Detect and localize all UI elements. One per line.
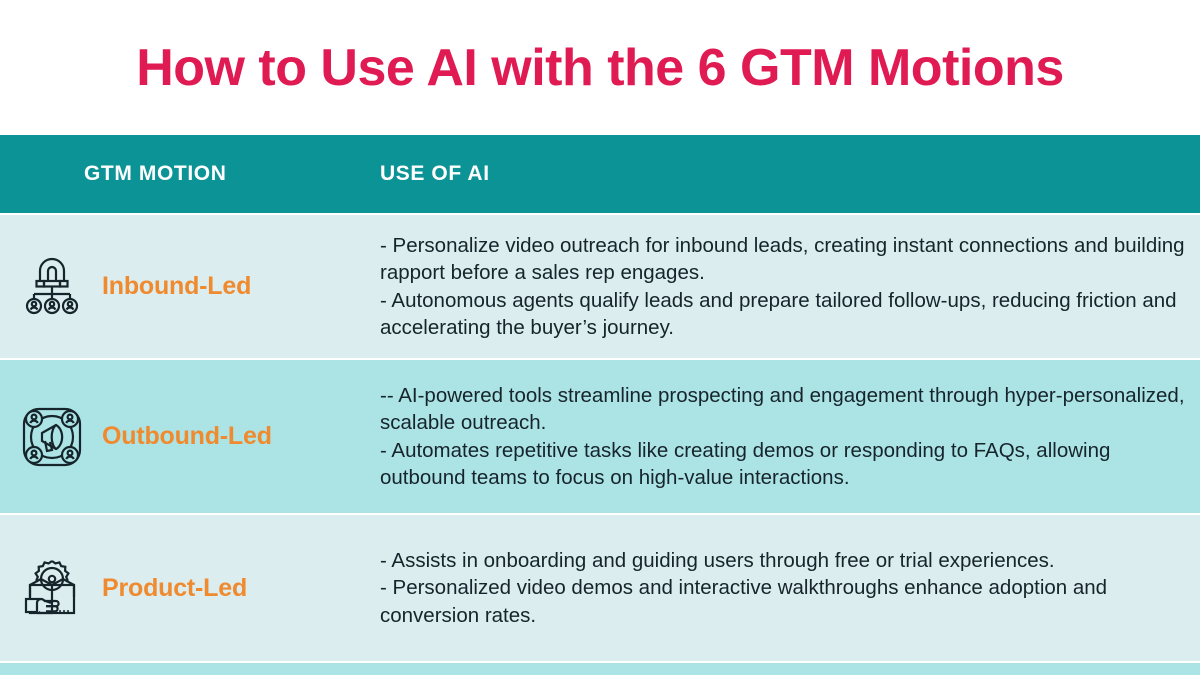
cell-gtm-motion: Outbound-Led [0, 360, 370, 513]
cell-gtm-motion: Product-Led [0, 515, 370, 661]
page-title: How to Use AI with the 6 GTM Motions [136, 38, 1064, 97]
table-row: Outbound-Led -- AI-powered tools streaml… [0, 358, 1200, 513]
use-of-ai-text: -- AI-powered tools streamline prospecti… [380, 384, 1185, 489]
use-of-ai-text: - Personalize video outreach for inbound… [380, 234, 1185, 339]
use-of-ai-text: - Assists in onboarding and guiding user… [380, 549, 1108, 627]
table-row: Inbound-Led - Personalize video outreach… [0, 213, 1200, 358]
cell-use-of-ai: - Assists in onboarding and guiding user… [370, 515, 1200, 661]
motion-label: Outbound-Led [102, 422, 272, 450]
table-row-partial [0, 661, 1200, 675]
cell-use-of-ai: -- AI-powered tools streamline prospecti… [370, 360, 1200, 513]
title-banner: How to Use AI with the 6 GTM Motions [0, 0, 1200, 135]
cell-gtm-motion: Inbound-Led [0, 215, 370, 358]
motion-label: Inbound-Led [102, 272, 252, 300]
column-header-gtm-motion: GTM MOTION [84, 162, 227, 185]
column-header-use-of-ai: USE OF AI [380, 162, 490, 185]
motion-label: Product-Led [102, 573, 248, 602]
table-row: Product-Led - Assists in onboarding and … [0, 513, 1200, 661]
cell-use-of-ai: - Personalize video outreach for inbound… [370, 215, 1200, 358]
table-header-row: GTM MOTION USE OF AI [0, 135, 1200, 213]
magnet-org-chart-icon [14, 256, 90, 318]
box-gear-hand-icon [14, 557, 90, 619]
megaphone-network-icon [14, 405, 90, 469]
